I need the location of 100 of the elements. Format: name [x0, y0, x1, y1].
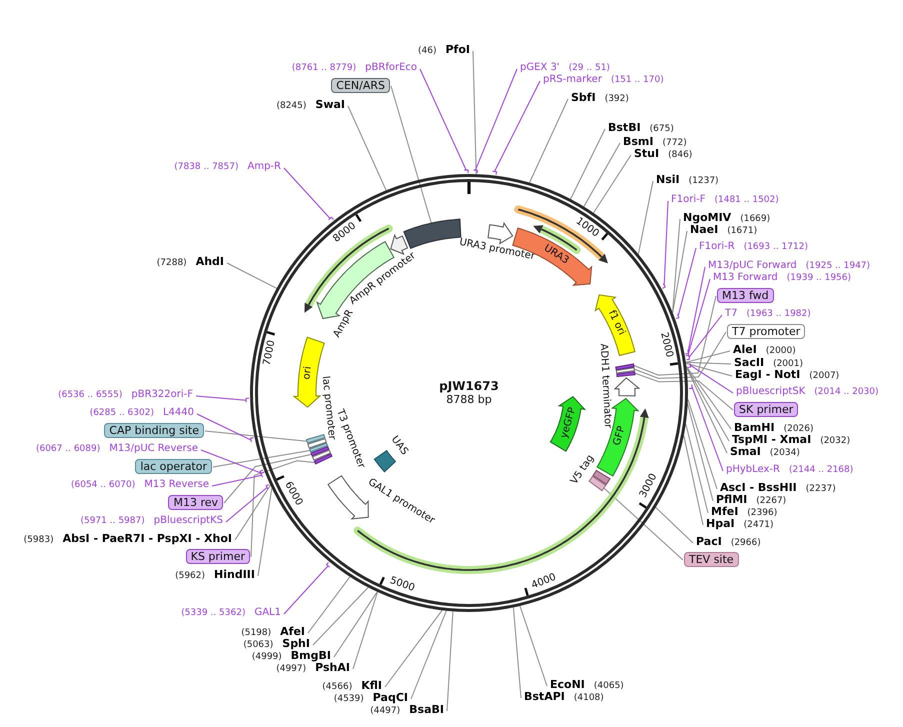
leader-line	[200, 450, 264, 476]
cut-position: (4539)	[334, 693, 364, 705]
cut-position: (2966)	[730, 537, 761, 549]
leader-line	[672, 218, 680, 313]
primer-name: M13/pUC Forward	[708, 260, 797, 272]
leader-line	[512, 606, 522, 698]
cut-position: (2396)	[747, 507, 778, 519]
plasmid-name: pJW1673	[439, 380, 499, 392]
enzyme-name: EagI - NotI	[735, 369, 800, 381]
feature-tag: TEV site	[684, 552, 739, 567]
primer-range: (5339 .. 5362)	[181, 607, 246, 619]
cut-position: (4999)	[252, 651, 282, 663]
leader-line	[655, 506, 694, 544]
cut-position: (8245)	[276, 100, 306, 112]
plasmid-size: 8788 bp	[446, 394, 492, 406]
feature-tag: lac operator	[135, 459, 212, 474]
leader-line	[384, 610, 443, 688]
primer-name: T7	[725, 308, 738, 320]
enzyme-name: AscI - BssHII	[720, 482, 797, 494]
leader-line	[520, 606, 548, 686]
enzyme-name: AbsI - PaeR7I - PspXI - XhoI	[62, 533, 232, 545]
cut-position: (5198)	[241, 627, 272, 639]
leader-line	[284, 562, 330, 614]
leader-line	[410, 610, 447, 700]
leader-line	[686, 366, 732, 430]
leader-line	[687, 398, 718, 490]
cut-position: (772)	[662, 137, 687, 149]
primer-name: L4440	[162, 407, 194, 419]
enzyme-name: BstBI	[608, 122, 641, 134]
primer-range: (1481 .. 1502)	[714, 194, 779, 206]
primer-name: pBluescriptSK	[736, 386, 806, 398]
leader-line	[284, 168, 334, 220]
cut-position: (1237)	[688, 175, 719, 187]
primer-name: pHybLex-R	[726, 464, 780, 476]
scale-label: 2000	[657, 332, 676, 360]
leader-line	[583, 142, 620, 207]
leader-line	[634, 372, 734, 410]
feature-label: lac promoter	[318, 375, 338, 440]
cut-position: (675)	[650, 123, 674, 135]
primer-range: (1693 .. 1712)	[744, 241, 808, 253]
leader-line	[352, 592, 378, 670]
feature-tag: CEN/ARS	[331, 78, 390, 93]
enzyme-name: SacII	[734, 357, 764, 369]
leader-line	[685, 424, 708, 514]
enzyme-name: PfoI	[446, 44, 470, 56]
primer-range: (5971 .. 5987)	[80, 515, 145, 527]
primer-range: (1925 .. 1947)	[806, 260, 870, 272]
leader-line	[212, 472, 264, 486]
enzyme-name: BstAPI	[524, 691, 565, 703]
primer-range: (1963 .. 1982)	[746, 308, 811, 320]
cut-position: (4566)	[322, 681, 352, 693]
primer-range: (2144 .. 2168)	[788, 464, 854, 476]
leader-line	[638, 180, 654, 255]
cut-position: (4497)	[370, 705, 400, 717]
leader-line	[348, 106, 387, 191]
primer-name: pBR322ori-F	[131, 389, 193, 401]
leader-line	[685, 266, 706, 355]
cut-position: (2267)	[756, 495, 786, 507]
primer-range: (6054 .. 6070)	[70, 479, 136, 491]
enzyme-name: NaeI	[690, 224, 718, 236]
enzyme-name: PshAI	[315, 662, 350, 674]
cut-position: (1669)	[740, 213, 770, 225]
cut-position: (4065)	[594, 680, 624, 692]
scale-label: 6000	[281, 480, 304, 508]
primer-range: (6285 .. 6302)	[90, 407, 154, 419]
cut-position: (5063)	[243, 639, 274, 651]
leader-line	[204, 430, 308, 442]
primer-name: pGEX 3'	[520, 62, 560, 74]
feature-tag: M13 fwd	[717, 288, 774, 303]
feature-tag: KS primer	[186, 549, 250, 564]
leader-line	[250, 460, 316, 558]
cut-position: (2000)	[766, 345, 796, 357]
enzyme-name: NgoMIV	[683, 212, 732, 224]
leader-line	[334, 591, 378, 658]
leader-line	[686, 367, 728, 454]
primer-range: (8761 .. 8779)	[292, 62, 356, 74]
leader-line	[224, 454, 312, 504]
enzyme-name: BmgBI	[290, 650, 331, 662]
leader-line	[687, 362, 734, 394]
primer-name: F1ori-R	[699, 241, 735, 253]
leader-line	[676, 248, 696, 320]
cut-position: (2007)	[809, 370, 840, 382]
enzyme-name: BamHI	[734, 422, 775, 434]
cut-position: (2237)	[806, 483, 836, 495]
cut-position: (46)	[418, 45, 436, 57]
leader-line	[390, 86, 432, 224]
primer-name: M13 Reverse	[144, 479, 209, 491]
feature-label: f1 ori	[605, 308, 628, 338]
primer-range: (1939 .. 1956)	[786, 272, 852, 284]
leader-line	[420, 68, 469, 174]
leader-line	[258, 488, 272, 576]
primer-range: (6067 .. 6089)	[36, 443, 100, 455]
enzyme-name: EcoNI	[550, 679, 585, 691]
primer-range: (6536 .. 6555)	[58, 389, 122, 401]
leader-line	[662, 200, 668, 289]
leader-line	[685, 278, 710, 356]
leader-line	[472, 50, 477, 175]
scale-label: 5000	[388, 574, 416, 594]
enzyme-name: StuI	[634, 148, 660, 160]
feature-tag: T7 promoter	[727, 324, 806, 339]
